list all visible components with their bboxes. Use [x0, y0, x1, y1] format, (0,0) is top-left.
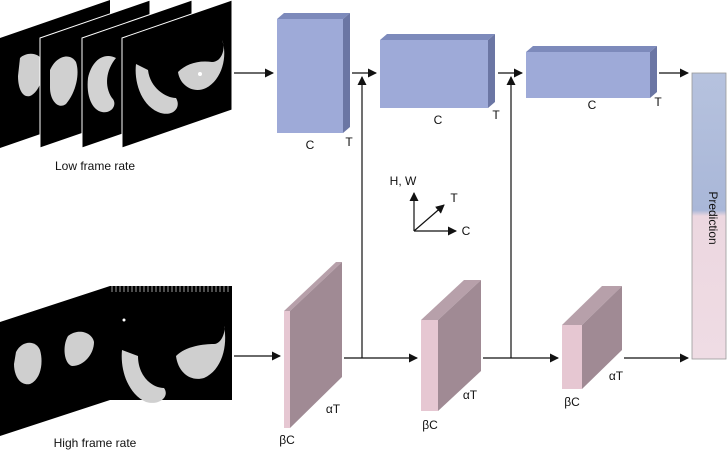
axes-legend: H, W T C: [390, 174, 471, 238]
low-frame-rate-stack: Low frame rate: [0, 0, 233, 173]
t-axis-arrow: [413, 204, 445, 232]
high-frame-lungs: [14, 318, 226, 403]
prediction-bar: Prediction: [691, 72, 727, 360]
slow-block-2: C T: [380, 34, 500, 127]
slow-block-1-c-label: C: [306, 138, 315, 152]
fast-block-3-c-label: βC: [564, 395, 580, 409]
slow-block-3-t-label: T: [654, 95, 662, 109]
high-frame-stack-back: [0, 286, 232, 436]
low-frame-rate-caption: Low frame rate: [55, 159, 135, 173]
slow-block-2-c-label: C: [434, 113, 443, 127]
high-frame-rate-stack: High frame rate: [0, 286, 232, 450]
slow-block-3: C T: [526, 46, 662, 112]
fast-block-2-c-label: βC: [422, 418, 438, 432]
fast-block-1: βC αT: [279, 262, 342, 447]
axis-c-label: C: [462, 224, 471, 238]
fast-block-2: βC αT: [421, 280, 481, 432]
fast-block-3-t-label: αT: [609, 369, 624, 383]
slow-block-2-t-label: T: [492, 108, 500, 122]
connection-arrows: [234, 68, 689, 363]
axis-hw-label: H, W: [390, 174, 417, 188]
fast-block-1-t-label: αT: [326, 402, 341, 416]
prediction-label: Prediction: [706, 191, 720, 244]
slow-block-3-c-label: C: [588, 98, 597, 112]
slow-block-1-t-label: T: [345, 135, 353, 149]
high-frame-rate-caption: High frame rate: [54, 436, 137, 450]
low-frame-4: [121, 0, 233, 149]
fast-block-3: βC αT: [562, 286, 624, 409]
axis-t-label: T: [450, 191, 458, 205]
slow-block-1: C T: [277, 13, 353, 152]
high-frame-edges: [111, 286, 229, 292]
fast-block-1-c-label: βC: [279, 433, 295, 447]
fast-block-2-t-label: αT: [463, 388, 478, 402]
